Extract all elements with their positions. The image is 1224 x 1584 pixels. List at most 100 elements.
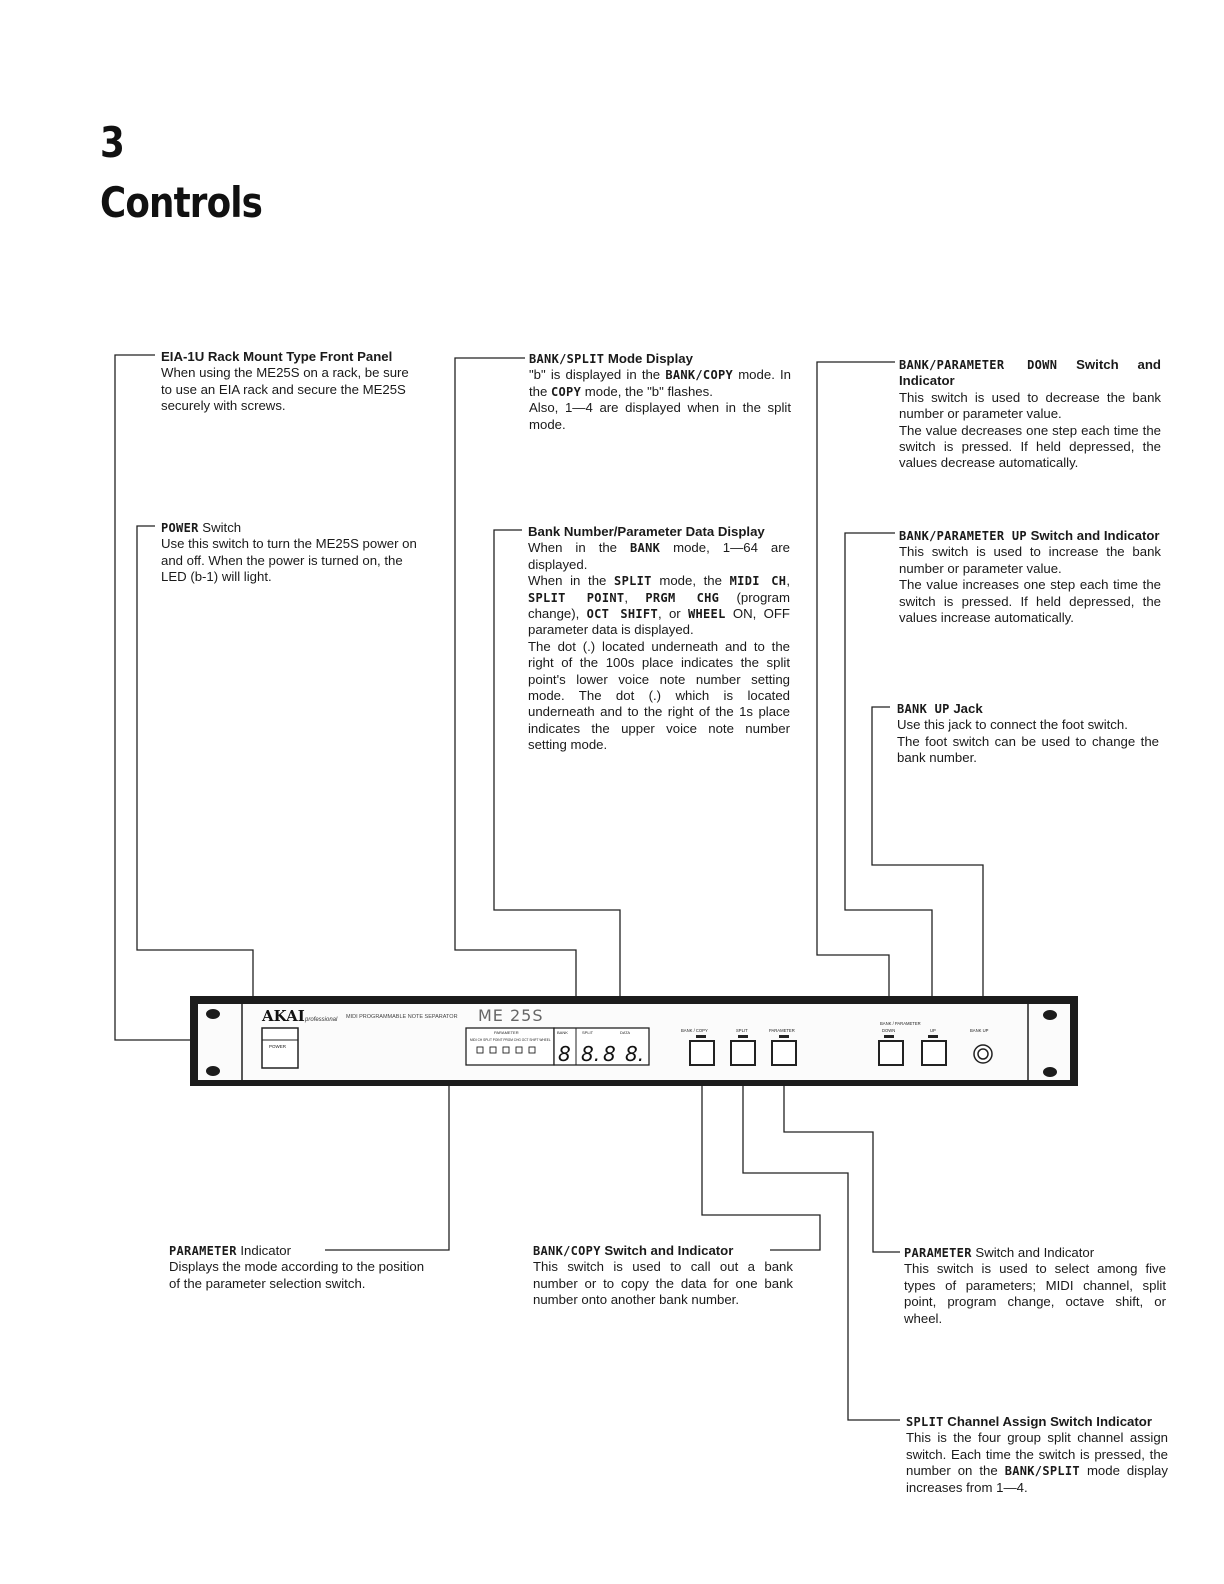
rack-panel-desc: EIA-1U Rack Mount Type Front Panel When … (161, 349, 423, 415)
bank-split-kw: BANK/SPLIT (529, 352, 605, 366)
sc-kw: SPLIT (906, 1415, 944, 1429)
buj-heading: Jack (949, 701, 983, 716)
seven-segment-display: 8 8. 8 8. (558, 1042, 644, 1066)
bn-p2b: mode, the (651, 573, 730, 589)
bn-p3: The dot (.) located underneath and to th… (528, 638, 790, 753)
bank-param-up-button (921, 1040, 947, 1066)
bn-midich-kw: MIDI CH (729, 574, 787, 589)
power-label: POWER (269, 1044, 287, 1049)
device-description: MIDI PROGRAMMABLE NOTE SEPARATOR (346, 1014, 458, 1020)
rack-ear-hole-tr (1043, 1010, 1057, 1020)
parameter-header: PARAMETER (494, 1030, 519, 1035)
bn-p2f: , or (657, 606, 688, 622)
up-label: UP (930, 1028, 936, 1033)
bn-split-kw: SPLIT (614, 574, 652, 589)
bank-up-jack-label: BANK UP (970, 1028, 989, 1033)
bank-up-jack-desc: BANK UP Jack Use this jack to connect th… (897, 701, 1159, 767)
split-channel-desc: SPLIT Channel Assign Switch Indicator Th… (906, 1414, 1168, 1496)
bank-number-heading: Bank Number/Parameter Data Display (528, 524, 765, 539)
bn-p1b: mode, 1—64 are displayed. (528, 540, 790, 572)
bn-p2d: , (624, 589, 646, 605)
bn-p2c: , (786, 573, 790, 589)
split-label: SPLIT (582, 1030, 594, 1035)
bn-p2g: ON, OFF parameter data is displayed. (528, 606, 790, 638)
digit-bank-split: 8 (558, 1042, 571, 1066)
bank-copy-kw-inline: BANK/COPY (665, 368, 734, 383)
leader-power (136, 525, 254, 1028)
parameter-switch-desc: PARAMETER Switch and Indicator This swit… (904, 1245, 1166, 1327)
power-body: Use this switch to turn the ME25S power … (161, 536, 417, 585)
bn-octshift-kw: OCT SHIFT (586, 607, 658, 622)
leader-rack-panel (114, 354, 192, 1041)
bank-param-label: BANK / PARAMETER (880, 1021, 921, 1026)
model-name: ME 25S (478, 1006, 544, 1025)
parameter-button (771, 1040, 797, 1066)
data-label: DATA (620, 1030, 630, 1035)
buj-p2: The foot switch can be used to change th… (897, 733, 1159, 766)
copy-kw-inline: COPY (551, 384, 582, 399)
rack-ear-hole-br (1043, 1067, 1057, 1077)
bpu-heading: Switch and Indicator (1026, 528, 1160, 543)
sc-body-b: mode display increases from 1—4. (906, 1463, 1168, 1495)
split-btn-label: SPLIT (736, 1028, 748, 1033)
sc-bank-split-kw: BANK/SPLIT (1004, 1464, 1080, 1479)
parameter-indicator-box (465, 1027, 555, 1066)
bank-label: BANK (557, 1030, 568, 1035)
bc-heading: Switch and Indicator (600, 1243, 734, 1258)
chapter-title: Controls (100, 178, 263, 227)
ps-body: This switch is used to select among five… (904, 1261, 1166, 1326)
buj-kw: BANK UP (897, 702, 950, 716)
pi-body: Displays the mode according to the posit… (169, 1259, 425, 1291)
bank-param-down-desc: BANK/PARAMETER DOWN Switch and Indicator… (899, 357, 1161, 472)
bn-prgmchg-kw: PRGM CHG (645, 590, 720, 605)
power-switch-desc: POWER Switch Use this switch to turn the… (161, 520, 423, 586)
leader-bank-up (871, 706, 984, 1042)
power-kw: POWER (161, 521, 199, 535)
parameter-leds (476, 1046, 536, 1054)
leader-bank-split (454, 357, 577, 1028)
bank-split-desc: BANK/SPLIT Mode Display "b" is displayed… (529, 351, 791, 433)
ps-kw: PARAMETER (904, 1246, 972, 1260)
rack-panel-body: When using the ME25S on a rack, be sure … (161, 365, 409, 414)
bank-copy-button (689, 1040, 715, 1066)
digit-ones: 8. (625, 1042, 644, 1066)
parameter-btn-label: PARAMETER (769, 1028, 795, 1033)
parameter-indicator-desc: PARAMETER Indicator Displays the mode ac… (169, 1243, 431, 1292)
brand-subtitle: professional (304, 1017, 338, 1023)
bpu-p2: The value increases one step each time t… (899, 577, 1161, 626)
leader-parameter-switch (783, 1062, 900, 1253)
split-button (730, 1040, 756, 1066)
bn-p2a: When in the (528, 573, 615, 589)
ps-heading: Switch and Indicator (971, 1245, 1095, 1260)
bn-splitpoint-kw: SPLIT POINT (528, 590, 625, 605)
sc-body-a: This is the four group split channel ass… (906, 1430, 1168, 1479)
down-label: DOWN (882, 1028, 895, 1033)
bank-copy-label: BANK / COPY (681, 1028, 708, 1033)
rack-panel-heading: EIA-1U Rack Mount Type Front Panel (161, 349, 393, 364)
leader-parameter-indicator (325, 1071, 462, 1251)
bank-split-heading: Mode Display (604, 351, 693, 366)
pi-heading: Indicator (236, 1243, 291, 1258)
chapter-number: 3 (100, 118, 125, 167)
bank-param-up-desc: BANK/PARAMETER UP Switch and Indicator T… (899, 528, 1161, 626)
power-heading: Switch (198, 520, 242, 535)
brand-logo: AKAI (261, 1007, 305, 1025)
leader-bank-copy (701, 1062, 821, 1251)
digit-hundreds: 8. (581, 1042, 600, 1066)
bn-p1a: When in the (528, 540, 631, 556)
bank-split-text-4: Also, 1—4 are displayed when in the spli… (529, 400, 791, 432)
leader-split (742, 1062, 900, 1421)
bpu-p1: This switch is used to increase the bank… (899, 544, 1161, 576)
bpu-kw: BANK/PARAMETER UP (899, 529, 1027, 543)
device-front-panel: AKAI professional MIDI PROGRAMMABLE NOTE… (190, 996, 1078, 1086)
bpd-kw: BANK/PARAMETER DOWN (899, 358, 1058, 372)
leader-bank-param-down (816, 361, 895, 1038)
sc-heading: Channel Assign Switch Indicator (943, 1414, 1152, 1429)
bc-body: This switch is used to call out a bank n… (533, 1259, 793, 1308)
bank-split-text-3: mode, the "b" flashes. (581, 383, 713, 399)
bank-split-text-2: mode. In the (529, 367, 792, 399)
bn-p2e: (program change), (528, 589, 790, 622)
bn-bank-kw: BANK (630, 541, 661, 556)
